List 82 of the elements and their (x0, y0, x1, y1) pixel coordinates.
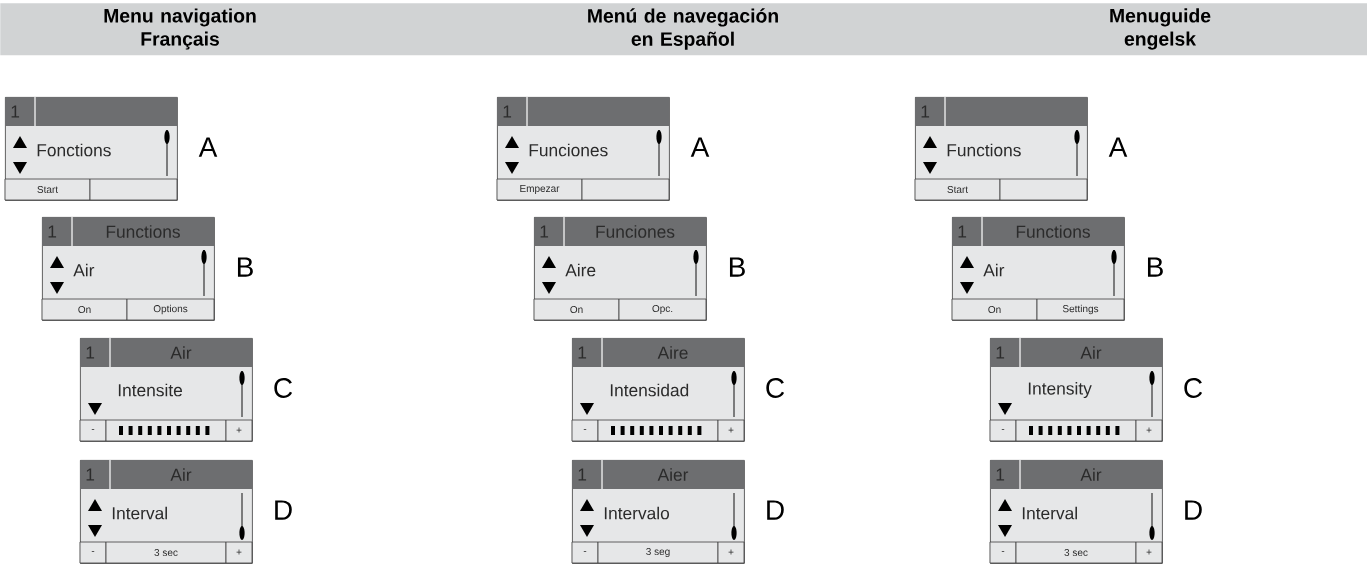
display-screen (533, 216, 707, 321)
menu-number: 1 (86, 346, 95, 359)
menu-item: Interval (112, 506, 167, 520)
softkey: On (41, 298, 128, 321)
menu-title: Air (1080, 346, 1102, 359)
softkey: - (571, 541, 599, 564)
softkey: + (717, 541, 745, 564)
display-screen (571, 337, 745, 442)
step-letter: A (1108, 137, 1128, 157)
menu-item: Intervalo (604, 506, 669, 520)
softkey: Start (914, 178, 1001, 201)
heading-band (0, 3, 1367, 56)
step-letter: D (1185, 500, 1202, 520)
menu-item: Intensite (118, 383, 182, 397)
softkey: + (1135, 541, 1163, 564)
menu-number: 1 (578, 346, 587, 359)
display-screen (79, 337, 253, 442)
menu-title: Functions (106, 225, 180, 238)
display-screen (79, 459, 253, 564)
menu-item: Functions (947, 143, 1021, 157)
display-screen (41, 216, 215, 321)
menu-number: 1 (48, 225, 57, 238)
softkey: - (989, 541, 1017, 564)
step-letter: D (275, 500, 292, 520)
softkey: Empezar (496, 178, 583, 201)
menu-number: 1 (11, 105, 20, 118)
menu-title: Air (170, 346, 192, 359)
menu-title: Air (1080, 468, 1102, 481)
menu-number: 1 (996, 468, 1005, 481)
step-letter: A (690, 137, 710, 157)
column-heading: Menuguide engelsk (1110, 8, 1211, 50)
softkey: Start (4, 178, 91, 201)
softkey: + (1135, 419, 1163, 442)
softkey: - (79, 419, 107, 442)
step-letter: D (767, 500, 784, 520)
menu-title: Funciones (596, 225, 675, 238)
softkey: - (989, 419, 1017, 442)
display-screen (496, 96, 670, 201)
column-heading: Menu navigation Français (104, 8, 256, 50)
display-screen (571, 459, 745, 564)
menu-number: 1 (578, 468, 587, 481)
softkey: On (533, 298, 620, 321)
menu-item: Funciones (529, 143, 608, 157)
step-letter: C (274, 378, 293, 398)
menu-number: 1 (958, 225, 967, 238)
step-letter: B (237, 257, 253, 277)
menu-number: 1 (86, 468, 95, 481)
softkey: + (717, 419, 745, 442)
softkey: + (225, 419, 253, 442)
display-screen (989, 337, 1163, 442)
step-letter: A (198, 137, 218, 157)
step-letter: B (1147, 257, 1163, 277)
menu-item: Intensity (1028, 381, 1092, 399)
menu-title: Air (170, 468, 192, 481)
menu-title: Aire (657, 346, 688, 359)
step-letter: B (729, 257, 745, 277)
menu-item: Fonctions (37, 143, 111, 157)
menu-item: Interval (1022, 506, 1077, 520)
menu-number: 1 (503, 105, 512, 118)
softkey: Options (126, 298, 215, 321)
softkey: Settings (1036, 298, 1125, 321)
menu-title: Aier (657, 468, 689, 481)
softkey: - (571, 419, 599, 442)
menu-number: 1 (921, 105, 930, 118)
menu-item: Intensidad (610, 383, 689, 397)
menu-item: Air (983, 263, 1005, 277)
display-screen (914, 96, 1088, 201)
menu-item: Air (73, 263, 95, 277)
column-heading: Menú de navegación en Español (588, 8, 778, 50)
softkey: Opc. (618, 298, 707, 321)
step-letter: C (1184, 378, 1203, 398)
menu-item: Aire (565, 263, 596, 277)
softkey: On (951, 298, 1038, 321)
step-letter: C (766, 378, 785, 398)
softkey: - (79, 541, 107, 564)
menu-title: Functions (1016, 225, 1090, 238)
display-screen (4, 96, 178, 201)
menu-number: 1 (540, 225, 549, 238)
menu-number: 1 (996, 346, 1005, 359)
display-screen (951, 216, 1125, 321)
softkey: + (225, 541, 253, 564)
display-screen (989, 459, 1163, 564)
